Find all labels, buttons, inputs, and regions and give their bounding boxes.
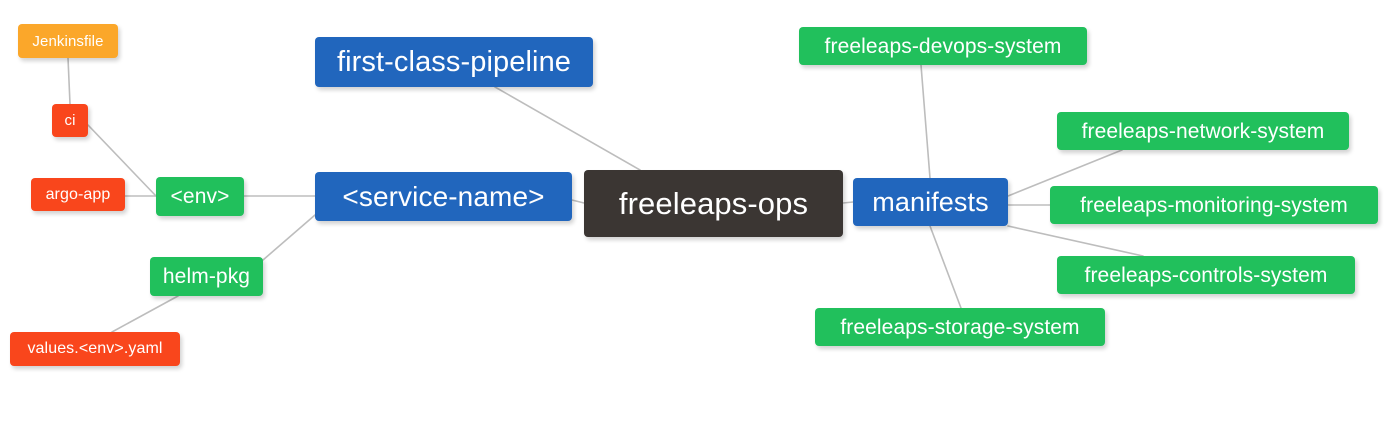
- node-label: freeleaps-devops-system: [824, 34, 1062, 58]
- node-values-yaml[interactable]: values.<env>.yaml: [10, 332, 180, 366]
- node-label: argo-app: [45, 185, 111, 203]
- node-freeleaps-controls-system[interactable]: freeleaps-controls-system: [1057, 256, 1355, 294]
- node-label: helm-pkg: [162, 265, 251, 288]
- node-label: manifests: [872, 186, 989, 217]
- node-freeleaps-ops[interactable]: freeleaps-ops: [584, 170, 843, 237]
- node-service-name[interactable]: <service-name>: [315, 172, 572, 221]
- node-freeleaps-network-system[interactable]: freeleaps-network-system: [1057, 112, 1349, 150]
- edge-service-name-to-helm-pkg: [262, 214, 316, 261]
- node-manifests[interactable]: manifests: [853, 178, 1008, 226]
- edge-first-class-pipeline-to-freeleaps-ops: [494, 86, 641, 171]
- node-label: freeleaps-monitoring-system: [1080, 193, 1348, 217]
- edge-jenkinsfile-to-ci: [67, 57, 71, 105]
- node-ci[interactable]: ci: [52, 104, 88, 137]
- node-freeleaps-devops-system[interactable]: freeleaps-devops-system: [799, 27, 1087, 65]
- node-label: <env>: [170, 185, 230, 208]
- edge-manifests-to-freeleaps-devops-system: [920, 64, 931, 179]
- node-label: values.<env>.yaml: [27, 340, 163, 357]
- node-label: freeleaps-ops: [618, 186, 809, 221]
- node-label: ci: [64, 112, 76, 129]
- node-first-class-pipeline[interactable]: first-class-pipeline: [315, 37, 593, 87]
- node-label: freeleaps-controls-system: [1084, 263, 1328, 287]
- edge-helm-pkg-to-values-yaml: [111, 295, 179, 333]
- node-jenkinsfile[interactable]: Jenkinsfile: [18, 24, 118, 58]
- node-freeleaps-monitoring-system[interactable]: freeleaps-monitoring-system: [1050, 186, 1378, 224]
- edge-freeleaps-ops-to-manifests: [842, 201, 854, 204]
- node-env[interactable]: <env>: [156, 177, 244, 216]
- node-label: first-class-pipeline: [336, 45, 572, 78]
- node-label: freeleaps-network-system: [1081, 119, 1325, 143]
- node-label: Jenkinsfile: [32, 32, 104, 50]
- edge-manifests-to-freeleaps-storage-system: [929, 225, 962, 309]
- node-label: <service-name>: [342, 180, 545, 212]
- node-argo-app[interactable]: argo-app: [31, 178, 125, 211]
- node-helm-pkg[interactable]: helm-pkg: [150, 257, 263, 296]
- node-freeleaps-storage-system[interactable]: freeleaps-storage-system: [815, 308, 1105, 346]
- edge-manifests-to-freeleaps-controls-system: [1007, 225, 1144, 257]
- edge-service-name-to-freeleaps-ops: [571, 199, 585, 204]
- node-label: freeleaps-storage-system: [840, 315, 1080, 339]
